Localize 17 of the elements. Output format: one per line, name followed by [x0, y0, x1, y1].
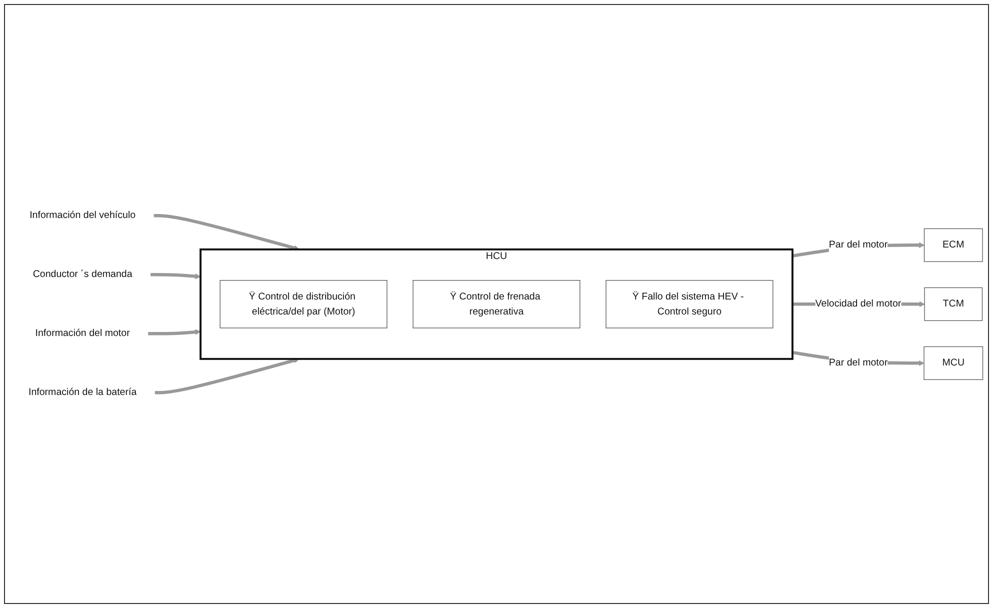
node-text: Información del motor: [35, 327, 130, 339]
arrow: [154, 357, 300, 394]
node-box: ECM: [924, 228, 983, 262]
node-box: TCM: [924, 287, 983, 321]
node-box: Ÿ Control de distribución eléctrica/del par (Motor): [220, 280, 388, 328]
arrow: [150, 272, 201, 279]
node-text: Conductor ´s demanda: [32, 268, 132, 280]
arrow: [148, 329, 201, 336]
node-box: MCU: [924, 346, 984, 380]
node-text: Información del vehículo: [30, 209, 136, 221]
edge-label: Par del motor: [828, 238, 888, 250]
edge-label: Par del motor: [828, 356, 888, 368]
edge-label: Velocidad del motor: [815, 298, 902, 310]
arrow: [154, 214, 300, 251]
node-box: Ÿ Fallo del sistema HEV - Control seguro: [606, 280, 774, 328]
node-text: Información de la batería: [28, 386, 137, 398]
node-box: Ÿ Control de frenada regenerativa: [412, 280, 580, 328]
